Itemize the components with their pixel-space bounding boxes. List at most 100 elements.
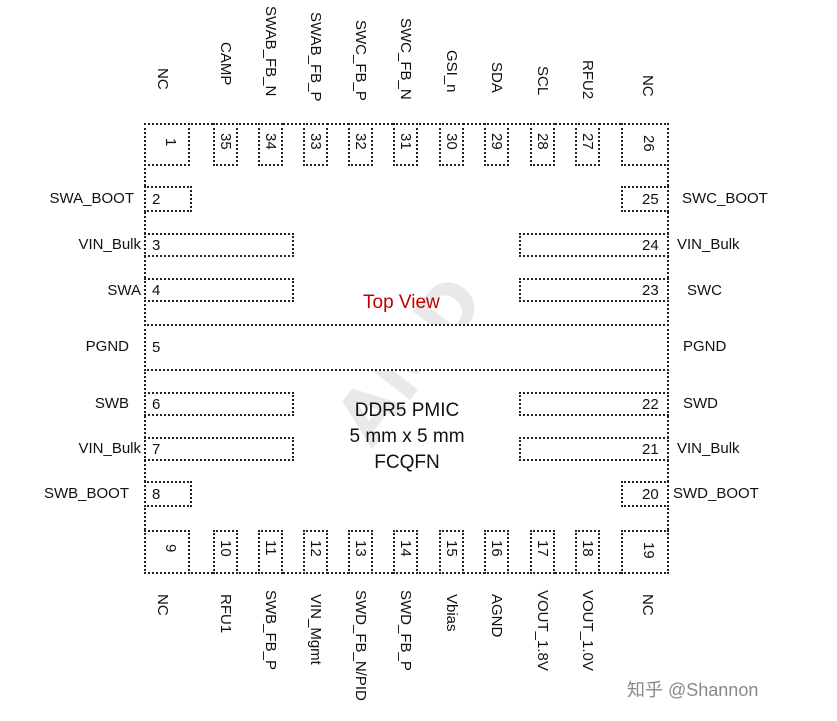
credit-text: 知乎 @Shannon: [627, 680, 759, 700]
pin-label-33: SWAB_FB_P: [307, 12, 324, 102]
pad-26: [621, 123, 669, 166]
pad-18: [575, 530, 600, 574]
pin-label-5-right: PGND: [683, 338, 727, 355]
pin-label-23: SWC: [687, 282, 722, 299]
pin-number-6: 6: [152, 396, 161, 413]
pin-number-16: 16: [488, 540, 505, 557]
diagram-title: Top View: [363, 292, 440, 313]
pad-19: [621, 530, 669, 574]
pin-number-4: 4: [152, 282, 161, 299]
pin-number-2: 2: [152, 191, 161, 208]
pin-number-11: 11: [262, 540, 279, 556]
pad-25: [621, 186, 669, 212]
pin-number-31: 31: [397, 133, 414, 150]
pin-label-21: VIN_Bulk: [677, 440, 740, 457]
pad-5: [144, 324, 669, 371]
pin-number-26: 26: [640, 135, 657, 152]
pin-label-14: SWD_FB_P: [397, 590, 414, 671]
pin-number-9: 9: [162, 544, 179, 553]
pad-2: [144, 186, 192, 212]
pad-15: [439, 530, 464, 574]
pin-number-5: 5: [152, 339, 161, 356]
pad-33: [303, 123, 328, 166]
pad-7: [144, 437, 294, 461]
pad-17: [530, 530, 555, 574]
pin-label-19: NC: [639, 594, 656, 616]
pin-label-8: SWB_BOOT: [43, 485, 129, 502]
pin-label-24: VIN_Bulk: [677, 236, 740, 253]
pin-number-10: 10: [217, 540, 234, 557]
pin-label-26: NC: [639, 75, 656, 97]
pin-label-25: SWC_BOOT: [682, 190, 768, 207]
part-name: DDR5 PMIC: [354, 400, 460, 421]
pad-8: [144, 481, 192, 507]
pin-number-28: 28: [534, 133, 551, 150]
pin-label-29: SDA: [488, 62, 505, 93]
pin-number-13: 13: [352, 540, 369, 557]
pad-3: [144, 233, 294, 257]
pin-number-23: 23: [642, 282, 659, 299]
pin-label-32: SWC_FB_P: [352, 20, 369, 101]
pad-1: [144, 123, 190, 166]
pin-label-7: VIN_Bulk: [78, 440, 141, 457]
pad-23: [519, 278, 669, 302]
pin-label-11: SWB_FB_P: [262, 590, 279, 671]
pin-number-19: 19: [640, 542, 657, 559]
pin-number-22: 22: [642, 396, 659, 413]
pin-number-20: 20: [642, 486, 659, 503]
pad-14: [393, 530, 418, 574]
package-size: 5 mm x 5 mm: [349, 426, 465, 447]
pin-number-18: 18: [579, 540, 596, 557]
pin-number-12: 12: [307, 540, 324, 557]
pad-16: [484, 530, 509, 574]
pin-label-2: SWA_BOOT: [49, 190, 134, 207]
pin-number-34: 34: [262, 133, 279, 150]
pad-34: [258, 123, 283, 166]
pin-number-27: 27: [579, 133, 596, 150]
pad-22: [519, 392, 669, 416]
package-type: FCQFN: [374, 452, 440, 473]
pin-label-30: GSI_n: [443, 50, 460, 93]
pin-number-1: 1: [162, 138, 179, 147]
pin-label-6: SWB: [94, 395, 129, 412]
pad-11: [258, 530, 283, 574]
pad-31: [393, 123, 418, 166]
pin-label-20: SWD_BOOT: [673, 485, 759, 502]
pad-29: [484, 123, 509, 166]
pin-label-1: NC: [154, 68, 171, 90]
pin-label-18: VOUT_1.0V: [579, 590, 596, 671]
pin-label-9: NC: [154, 594, 171, 616]
pin-number-24: 24: [642, 237, 659, 254]
pad-4: [144, 278, 294, 302]
pin-label-22: SWD: [683, 395, 718, 412]
pin-label-35: CAMP: [217, 42, 234, 86]
pin-label-10: RFU1: [217, 594, 234, 634]
pad-12: [303, 530, 328, 574]
pin-number-17: 17: [534, 540, 551, 557]
pin-label-15: Vbias: [443, 594, 460, 632]
pad-20: [621, 481, 669, 507]
pin-number-25: 25: [642, 191, 659, 208]
pad-32: [348, 123, 373, 166]
pin-label-12: VIN_Mgmt: [307, 594, 324, 665]
pin-label-3: VIN_Bulk: [78, 236, 141, 253]
pad-27: [575, 123, 600, 166]
pad-35: [213, 123, 238, 166]
pin-number-8: 8: [152, 486, 161, 503]
pad-10: [213, 530, 238, 574]
pin-number-14: 14: [397, 540, 414, 557]
pin-number-15: 15: [443, 540, 460, 557]
pin-number-21: 21: [642, 441, 659, 458]
pin-label-31: SWC_FB_N: [397, 18, 414, 100]
pad-30: [439, 123, 464, 166]
pad-13: [348, 530, 373, 574]
pin-label-28: SCL: [534, 66, 551, 96]
pin-label-5: PGND: [85, 338, 129, 355]
pin-label-4: SWA: [107, 282, 141, 299]
pin-label-34: SWAB_FB_N: [262, 6, 279, 97]
pin-number-30: 30: [443, 133, 460, 150]
pin-label-13: SWD_FB_N/PID: [352, 590, 369, 701]
pin-label-17: VOUT_1.8V: [534, 590, 551, 671]
pad-9: [144, 530, 190, 574]
pad-28: [530, 123, 555, 166]
